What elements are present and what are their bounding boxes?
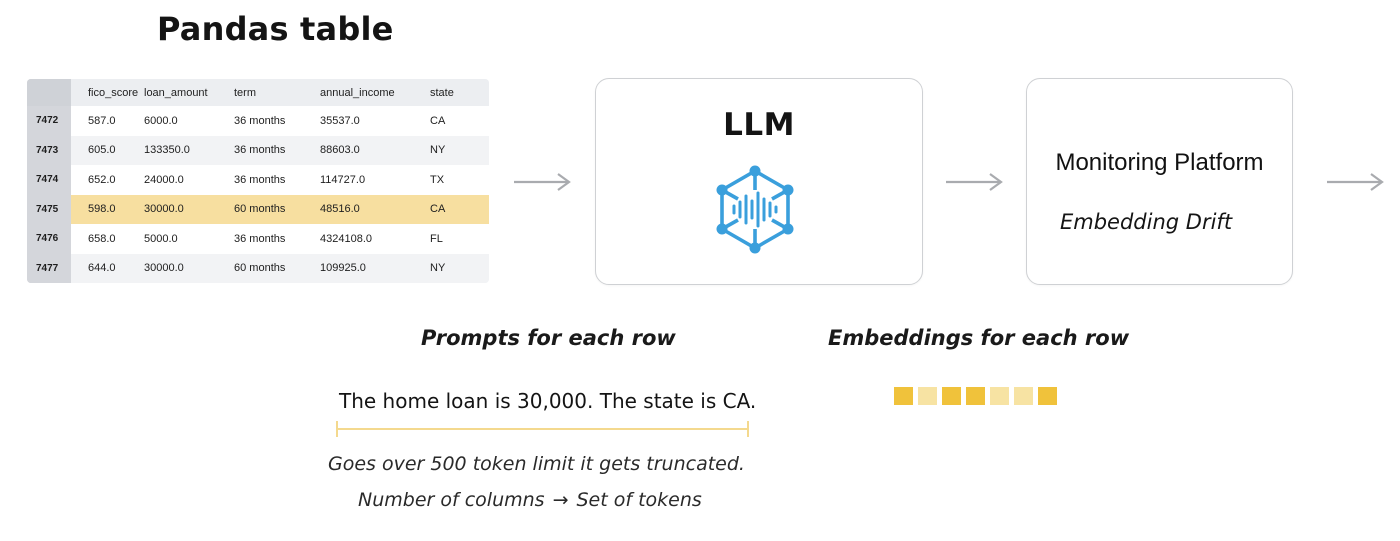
embeddings-caption: Embeddings for each row (828, 326, 1130, 350)
llm-network-icon (716, 165, 794, 254)
cell-term: 60 months (234, 194, 320, 224)
monitoring-subtitle: Embedding Drift (1060, 210, 1233, 234)
cell-state: NY (430, 253, 489, 283)
cell-fico-score: 587.0 (71, 106, 144, 136)
token-span-bar (336, 421, 749, 437)
embedding-square (966, 387, 985, 405)
row-index: 7475 (27, 194, 71, 224)
table-header-term: term (234, 79, 320, 106)
prompt-sentence: The home loan is 30,000. The state is CA… (339, 389, 757, 413)
columns-to: Set of tokens (576, 489, 702, 511)
cell-fico-score: 598.0 (71, 194, 144, 224)
flow-arrow-table-to-llm (514, 172, 572, 192)
cell-term: 36 months (234, 224, 320, 254)
table-header-annual-income: annual_income (320, 79, 430, 106)
table-header-loan-amount: loan_amount (144, 79, 234, 106)
llm-label: LLM (723, 107, 795, 143)
cell-state: TX (430, 165, 489, 195)
llm-box: LLM (595, 78, 923, 285)
cell-loan-amount: 30000.0 (144, 194, 234, 224)
columns-from: Number of columns (358, 489, 545, 511)
embedding-vector (894, 387, 1057, 405)
embedding-square (918, 387, 937, 405)
diagram-title: Pandas table (157, 10, 394, 48)
embedding-square (942, 387, 961, 405)
row-index: 7474 (27, 165, 71, 195)
cell-state: FL (430, 224, 489, 254)
cell-fico-score: 644.0 (71, 253, 144, 283)
monitoring-title: Monitoring Platform (1055, 149, 1264, 176)
row-index: 7472 (27, 106, 71, 136)
embedding-square (894, 387, 913, 405)
prompts-caption: Prompts for each row (421, 326, 676, 350)
embedding-square (1014, 387, 1033, 405)
cell-annual-income: 109925.0 (320, 253, 430, 283)
embedding-square (990, 387, 1009, 405)
cell-term: 36 months (234, 165, 320, 195)
row-index: 7476 (27, 224, 71, 254)
cell-term: 36 months (234, 106, 320, 136)
cell-fico-score: 652.0 (71, 165, 144, 195)
row-index: 7473 (27, 135, 71, 165)
cell-loan-amount: 24000.0 (144, 165, 234, 195)
cell-loan-amount: 6000.0 (144, 106, 234, 136)
cell-annual-income: 48516.0 (320, 194, 430, 224)
cell-loan-amount: 133350.0 (144, 135, 234, 165)
right-arrow-icon: → (552, 489, 569, 511)
flow-arrow-monitoring-out (1327, 172, 1385, 192)
cell-state: CA (430, 106, 489, 136)
monitoring-platform-box: Monitoring Platform Embedding Drift (1026, 78, 1293, 285)
truncation-note: Goes over 500 token limit it gets trunca… (328, 453, 745, 475)
cell-fico-score: 605.0 (71, 135, 144, 165)
cell-annual-income: 4324108.0 (320, 224, 430, 254)
columns-to-tokens: Number of columns → Set of tokens (358, 489, 702, 511)
embedding-square (1038, 387, 1057, 405)
cell-loan-amount: 30000.0 (144, 253, 234, 283)
cell-term: 60 months (234, 253, 320, 283)
cell-fico-score: 658.0 (71, 224, 144, 254)
table-header-fico-score: fico_score (71, 79, 144, 106)
cell-annual-income: 88603.0 (320, 135, 430, 165)
cell-loan-amount: 5000.0 (144, 224, 234, 254)
cell-term: 36 months (234, 135, 320, 165)
cell-annual-income: 114727.0 (320, 165, 430, 195)
cell-state: NY (430, 135, 489, 165)
table-header-state: state (430, 79, 489, 106)
cell-annual-income: 35537.0 (320, 106, 430, 136)
cell-state: CA (430, 194, 489, 224)
table-header-index (27, 79, 71, 106)
flow-arrow-llm-to-monitoring (946, 172, 1004, 192)
row-index: 7477 (27, 253, 71, 283)
